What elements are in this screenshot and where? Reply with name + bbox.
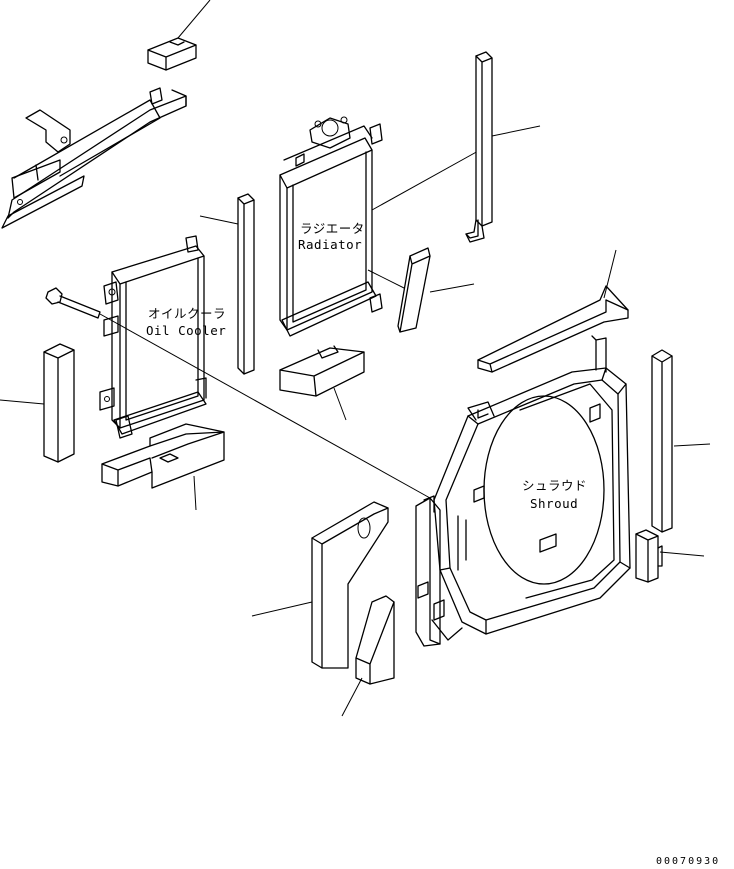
top-spacer-pad (147, 37, 197, 71)
oil-cooler (99, 235, 207, 439)
shroud-label-en: Shroud (530, 496, 578, 511)
shroud-side-bracket (415, 495, 463, 647)
long-arm-pad (477, 285, 629, 373)
leader-line-notched-pad (251, 601, 313, 617)
oil-cooler-label-jp: オイルクーラ (148, 306, 226, 321)
leader-line-top-pad (177, 0, 211, 39)
leader-line-vertical-seal (199, 215, 239, 225)
radiator-label-en: Radiator (298, 237, 362, 252)
oil-cooler-label-en: Oil Cooler (146, 323, 226, 338)
leader-line-wedge-block (341, 677, 363, 717)
leader-line-right-strip (673, 443, 711, 447)
drawing-code: 00070930 (656, 856, 720, 867)
leader-line-wedge-seal (429, 283, 475, 293)
radiator-label-jp: ラジエータ (300, 221, 365, 236)
upper-left-bracket (1, 87, 187, 229)
bolt (45, 287, 101, 319)
leader-line-radiator-pad (333, 387, 347, 421)
left-vertical-block (43, 343, 75, 463)
radiator (279, 116, 383, 337)
large-notched-pad (311, 501, 389, 669)
oil-cooler-bottom-pad (101, 423, 225, 489)
leader-line-arm-pad (603, 249, 617, 299)
shroud (433, 335, 631, 635)
leader-line-bolt-to-shroud (99, 313, 431, 499)
leader-line-radiator-strip (371, 149, 481, 211)
leader-line-left-block (0, 399, 45, 405)
leader-line-tall-strip (491, 125, 541, 137)
shroud-label-jp: シュラウド (522, 478, 587, 493)
small-wedge-block (355, 595, 395, 685)
leader-line-cooler-pad (193, 475, 197, 511)
right-tall-strip (651, 349, 673, 533)
leader-line-right-block (659, 551, 705, 557)
vertical-seal-strip (237, 193, 255, 375)
right-small-block (635, 529, 663, 583)
wedge-seal (397, 247, 431, 333)
tall-seal-strip (465, 51, 493, 243)
radiator-bottom-pad (279, 345, 365, 397)
